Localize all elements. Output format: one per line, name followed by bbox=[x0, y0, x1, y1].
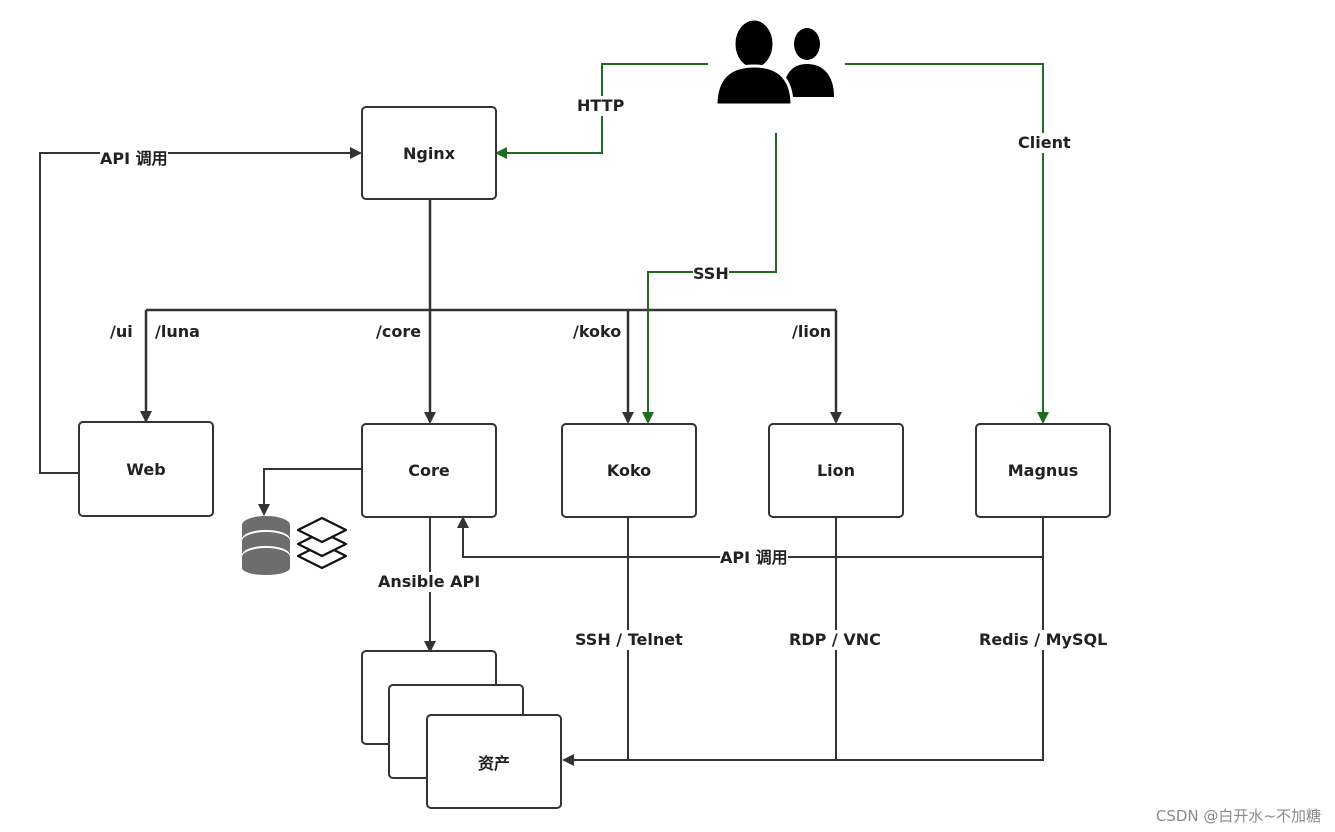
path-ui-label: /ui bbox=[110, 322, 133, 341]
ansible-api-label: Ansible API bbox=[378, 572, 481, 592]
nginx-node[interactable]: Nginx bbox=[361, 106, 497, 200]
koko-node[interactable]: Koko bbox=[561, 423, 697, 518]
watermark: CSDN @白开水~不加糖 bbox=[1155, 807, 1321, 825]
path-core-label: /core bbox=[376, 322, 422, 341]
api-call-bottom-label: API 调用 bbox=[720, 548, 788, 568]
path-luna-label: /luna bbox=[155, 322, 200, 341]
core-database-arrow bbox=[258, 468, 362, 516]
path-lion-label: /lion bbox=[792, 322, 832, 341]
ssh-label: SSH bbox=[693, 264, 729, 284]
database-icon bbox=[242, 516, 290, 575]
client-label: Client bbox=[1018, 133, 1071, 153]
users-icon bbox=[714, 17, 834, 107]
api-call-top-label: API 调用 bbox=[100, 149, 168, 169]
ssh-telnet-label: SSH / Telnet bbox=[575, 630, 683, 650]
user-access-lines bbox=[495, 63, 1049, 424]
assets-node[interactable]: 资产 bbox=[426, 714, 562, 809]
layers-icon bbox=[296, 516, 348, 570]
magnus-node[interactable]: Magnus bbox=[975, 423, 1111, 518]
magnus-protocol-arrow bbox=[562, 518, 1044, 766]
rdp-vnc-label: RDP / VNC bbox=[789, 630, 881, 650]
lion-node[interactable]: Lion bbox=[768, 423, 904, 518]
core-node[interactable]: Core bbox=[361, 423, 497, 518]
user-client-arrow bbox=[845, 63, 1049, 424]
web-api-call-arrow bbox=[39, 147, 362, 474]
services-api-call-arrow bbox=[457, 516, 1043, 558]
redis-mysql-label: Redis / MySQL bbox=[979, 630, 1108, 650]
path-koko-label: /koko bbox=[573, 322, 622, 341]
web-node[interactable]: Web bbox=[78, 421, 214, 517]
nginx-routing-lines bbox=[140, 200, 842, 424]
http-label: HTTP bbox=[577, 96, 625, 116]
